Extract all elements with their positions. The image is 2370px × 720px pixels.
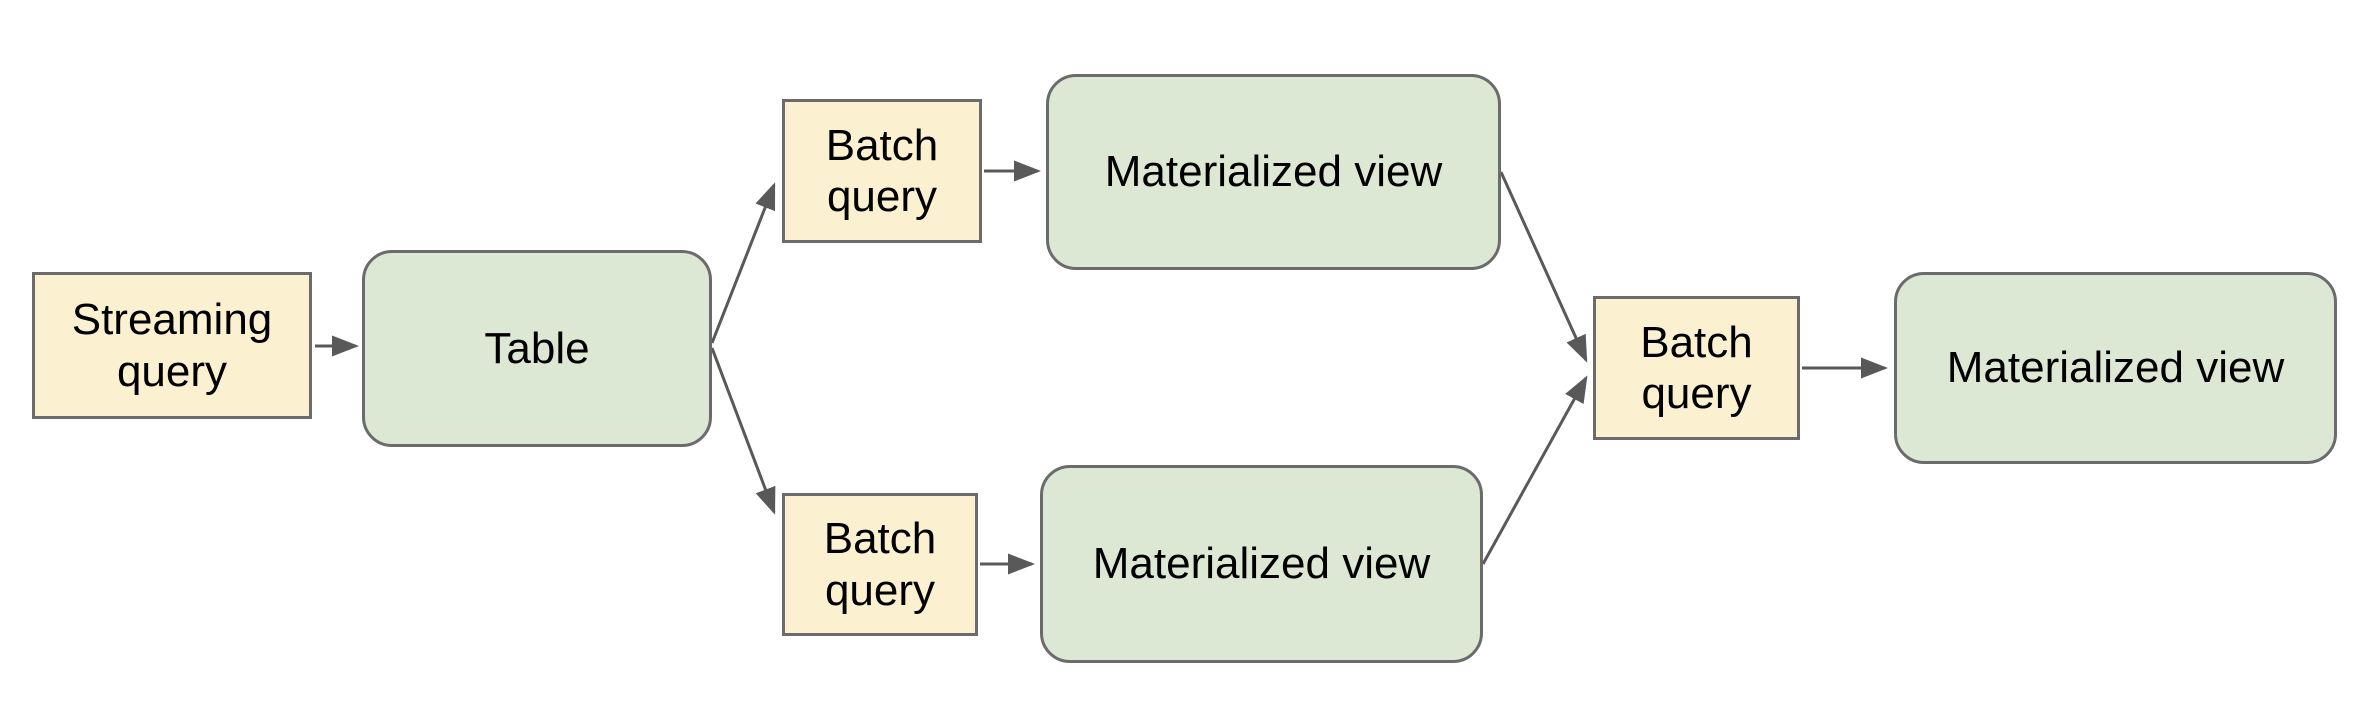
edge-table-to-batch-query-bottom	[710, 347, 776, 515]
node-batch-query-right: Batch query	[1593, 296, 1800, 440]
node-table-label: Table	[484, 323, 590, 373]
edge-table-to-batch-query-top	[710, 182, 776, 344]
node-materialized-view-bottom-label: Materialized view	[1092, 539, 1431, 589]
node-streaming-query: Streaming query	[32, 272, 312, 419]
node-materialized-view-top: Materialized view	[1046, 74, 1501, 270]
edge-materialized-view-top-to-batch-query-right	[1499, 171, 1588, 363]
node-table: Table	[362, 250, 712, 447]
edge-materialized-view-bottom-to-batch-query-right	[1481, 375, 1588, 565]
node-materialized-view-bottom: Materialized view	[1040, 465, 1483, 663]
node-streaming-query-label: Streaming query	[71, 295, 273, 396]
node-materialized-view-right: Materialized view	[1894, 272, 2337, 464]
node-materialized-view-top-label: Materialized view	[1104, 147, 1443, 197]
node-materialized-view-right-label: Materialized view	[1946, 343, 2285, 393]
node-batch-query-bottom: Batch query	[782, 493, 978, 636]
node-batch-query-right-label: Batch query	[1640, 317, 1753, 418]
node-batch-query-top-label: Batch query	[825, 120, 939, 221]
node-batch-query-top: Batch query	[782, 99, 982, 243]
node-batch-query-bottom-label: Batch query	[823, 514, 937, 615]
